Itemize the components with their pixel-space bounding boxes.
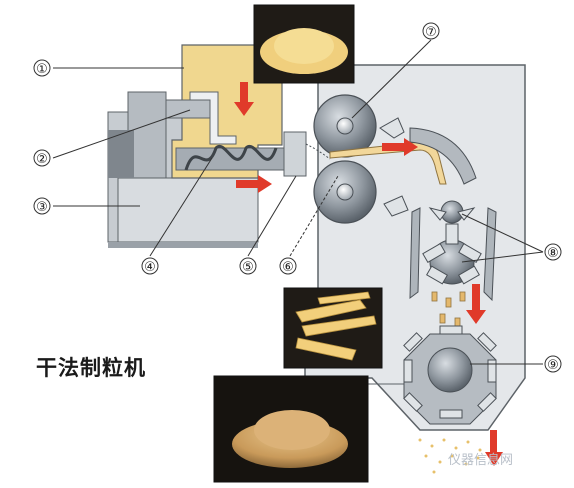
- callout-7: ⑦: [425, 25, 437, 40]
- callout-2: ②: [36, 152, 48, 167]
- arrow-down-icon: [485, 430, 503, 466]
- callout-5: ⑤: [242, 260, 254, 275]
- horizontal-feed-screw: [175, 144, 289, 171]
- callout-4: ④: [144, 260, 156, 275]
- callout-1: ①: [36, 62, 48, 77]
- flow-arrows: [234, 82, 503, 466]
- callout-9: ⑨: [547, 358, 559, 373]
- callout-8: ⑧: [547, 246, 559, 261]
- leader-lines: [52, 39, 544, 365]
- callout-6: ⑥: [282, 260, 294, 275]
- callout-3: ③: [36, 200, 48, 215]
- watermark: 仪器信息网: [448, 453, 514, 468]
- arrow-down-icon: [234, 82, 254, 116]
- granulator-rotor: [403, 325, 497, 425]
- granule-stream: [418, 438, 482, 474]
- arrow-down-icon: [466, 284, 486, 324]
- powder-photo: [253, 4, 355, 84]
- falling-flakes: [431, 291, 466, 328]
- compaction-rolls: [305, 94, 377, 224]
- arrow-right-icon: [236, 175, 272, 193]
- seal-block: [283, 131, 307, 177]
- granules-photo: [213, 375, 369, 483]
- pre-crusher: [409, 200, 497, 302]
- arrow-right-icon: [382, 138, 418, 156]
- flakes-photo: [283, 287, 383, 369]
- diagram-title: 干法制粒机: [36, 356, 146, 380]
- ribbon-guide: [379, 117, 477, 217]
